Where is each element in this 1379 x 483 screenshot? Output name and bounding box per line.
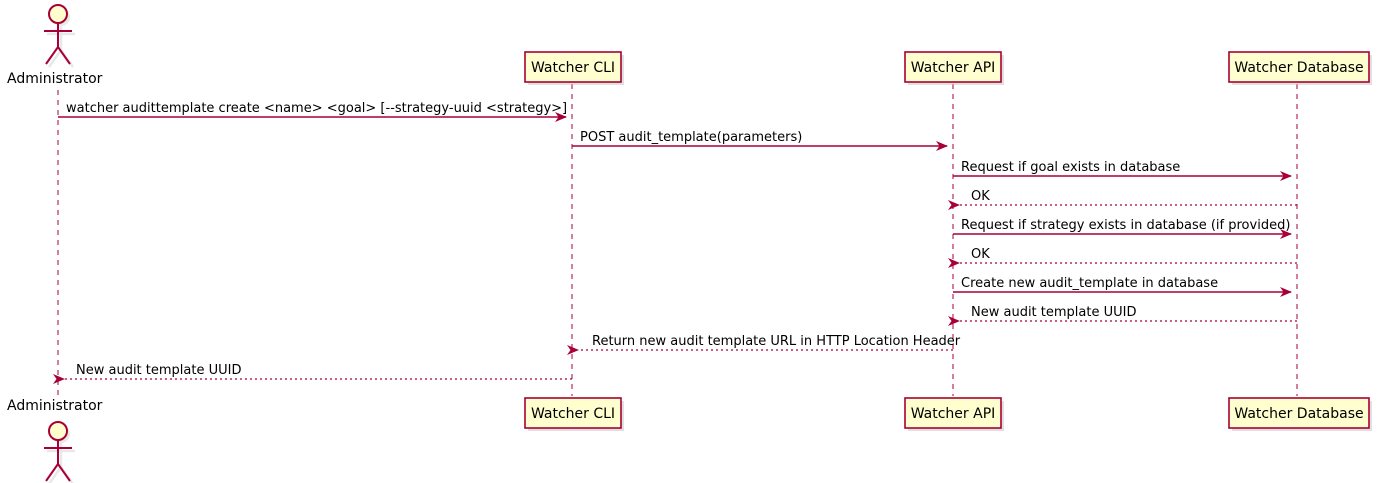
actor-administrator-bottom[interactable]: Administrator [7,398,103,483]
participant-label-api-top: Watcher API [911,60,996,76]
actor-head-icon [48,4,68,24]
message-9: Return new audit template URL in HTTP Lo… [567,334,961,355]
participant-label-db-bottom: Watcher Database [1234,406,1363,422]
participant-label-cli-bottom: Watcher CLI [531,406,615,422]
lifelines [57,84,1298,396]
participant-box-db-top[interactable]: Watcher Database [1228,51,1372,85]
message-3: Request if goal exists in database [953,160,1292,181]
message-label: Request if goal exists in database [961,160,1180,175]
participant-box-cli-top[interactable]: Watcher CLI [524,51,624,85]
participant-rect [904,51,1002,83]
message-label: Request if strategy exists in database (… [961,218,1290,233]
message-label: Return new audit template URL in HTTP Lo… [592,334,961,349]
participant-rect [1228,51,1370,83]
message-10: New audit template UUID [53,363,572,384]
message-label: New audit template UUID [971,305,1136,320]
message-label: OK [971,189,990,204]
message-1: watcher audittemplate create <name> <goa… [58,101,567,122]
actor-body-icon [44,23,72,65]
participant-label-db-top: Watcher Database [1234,60,1363,76]
message-4: OK [948,189,1297,210]
actor-administrator-top[interactable]: Administrator [7,4,103,87]
participant-box-api-top[interactable]: Watcher API [904,51,1004,85]
participant-rect [1228,397,1370,429]
participant-rect [524,51,622,83]
participant-label-api-bottom: Watcher API [911,406,996,422]
actor-body-icon [44,440,72,482]
participant-box-cli-bottom[interactable]: Watcher CLI [524,397,624,431]
participant-rect [524,397,622,429]
participant-box-api-bottom[interactable]: Watcher API [904,397,1004,431]
actor-label-administrator-top: Administrator [7,71,103,87]
message-label: New audit template UUID [76,363,241,378]
message-6: OK [948,247,1297,268]
participant-rect [904,397,1002,429]
message-label: watcher audittemplate create <name> <goa… [66,101,567,116]
actor-head-icon [48,421,68,441]
participant-box-db-bottom[interactable]: Watcher Database [1228,397,1372,431]
actor-label-administrator-bottom: Administrator [7,398,103,414]
message-label: POST audit_template(parameters) [580,130,802,145]
message-5: Request if strategy exists in database (… [953,218,1292,239]
message-7: Create new audit_template in database [953,276,1292,297]
participant-label-cli-top: Watcher CLI [531,60,615,76]
message-8: New audit template UUID [948,305,1297,326]
message-2: POST audit_template(parameters) [572,130,948,151]
message-label: Create new audit_template in database [961,276,1218,291]
message-label: OK [971,247,990,262]
